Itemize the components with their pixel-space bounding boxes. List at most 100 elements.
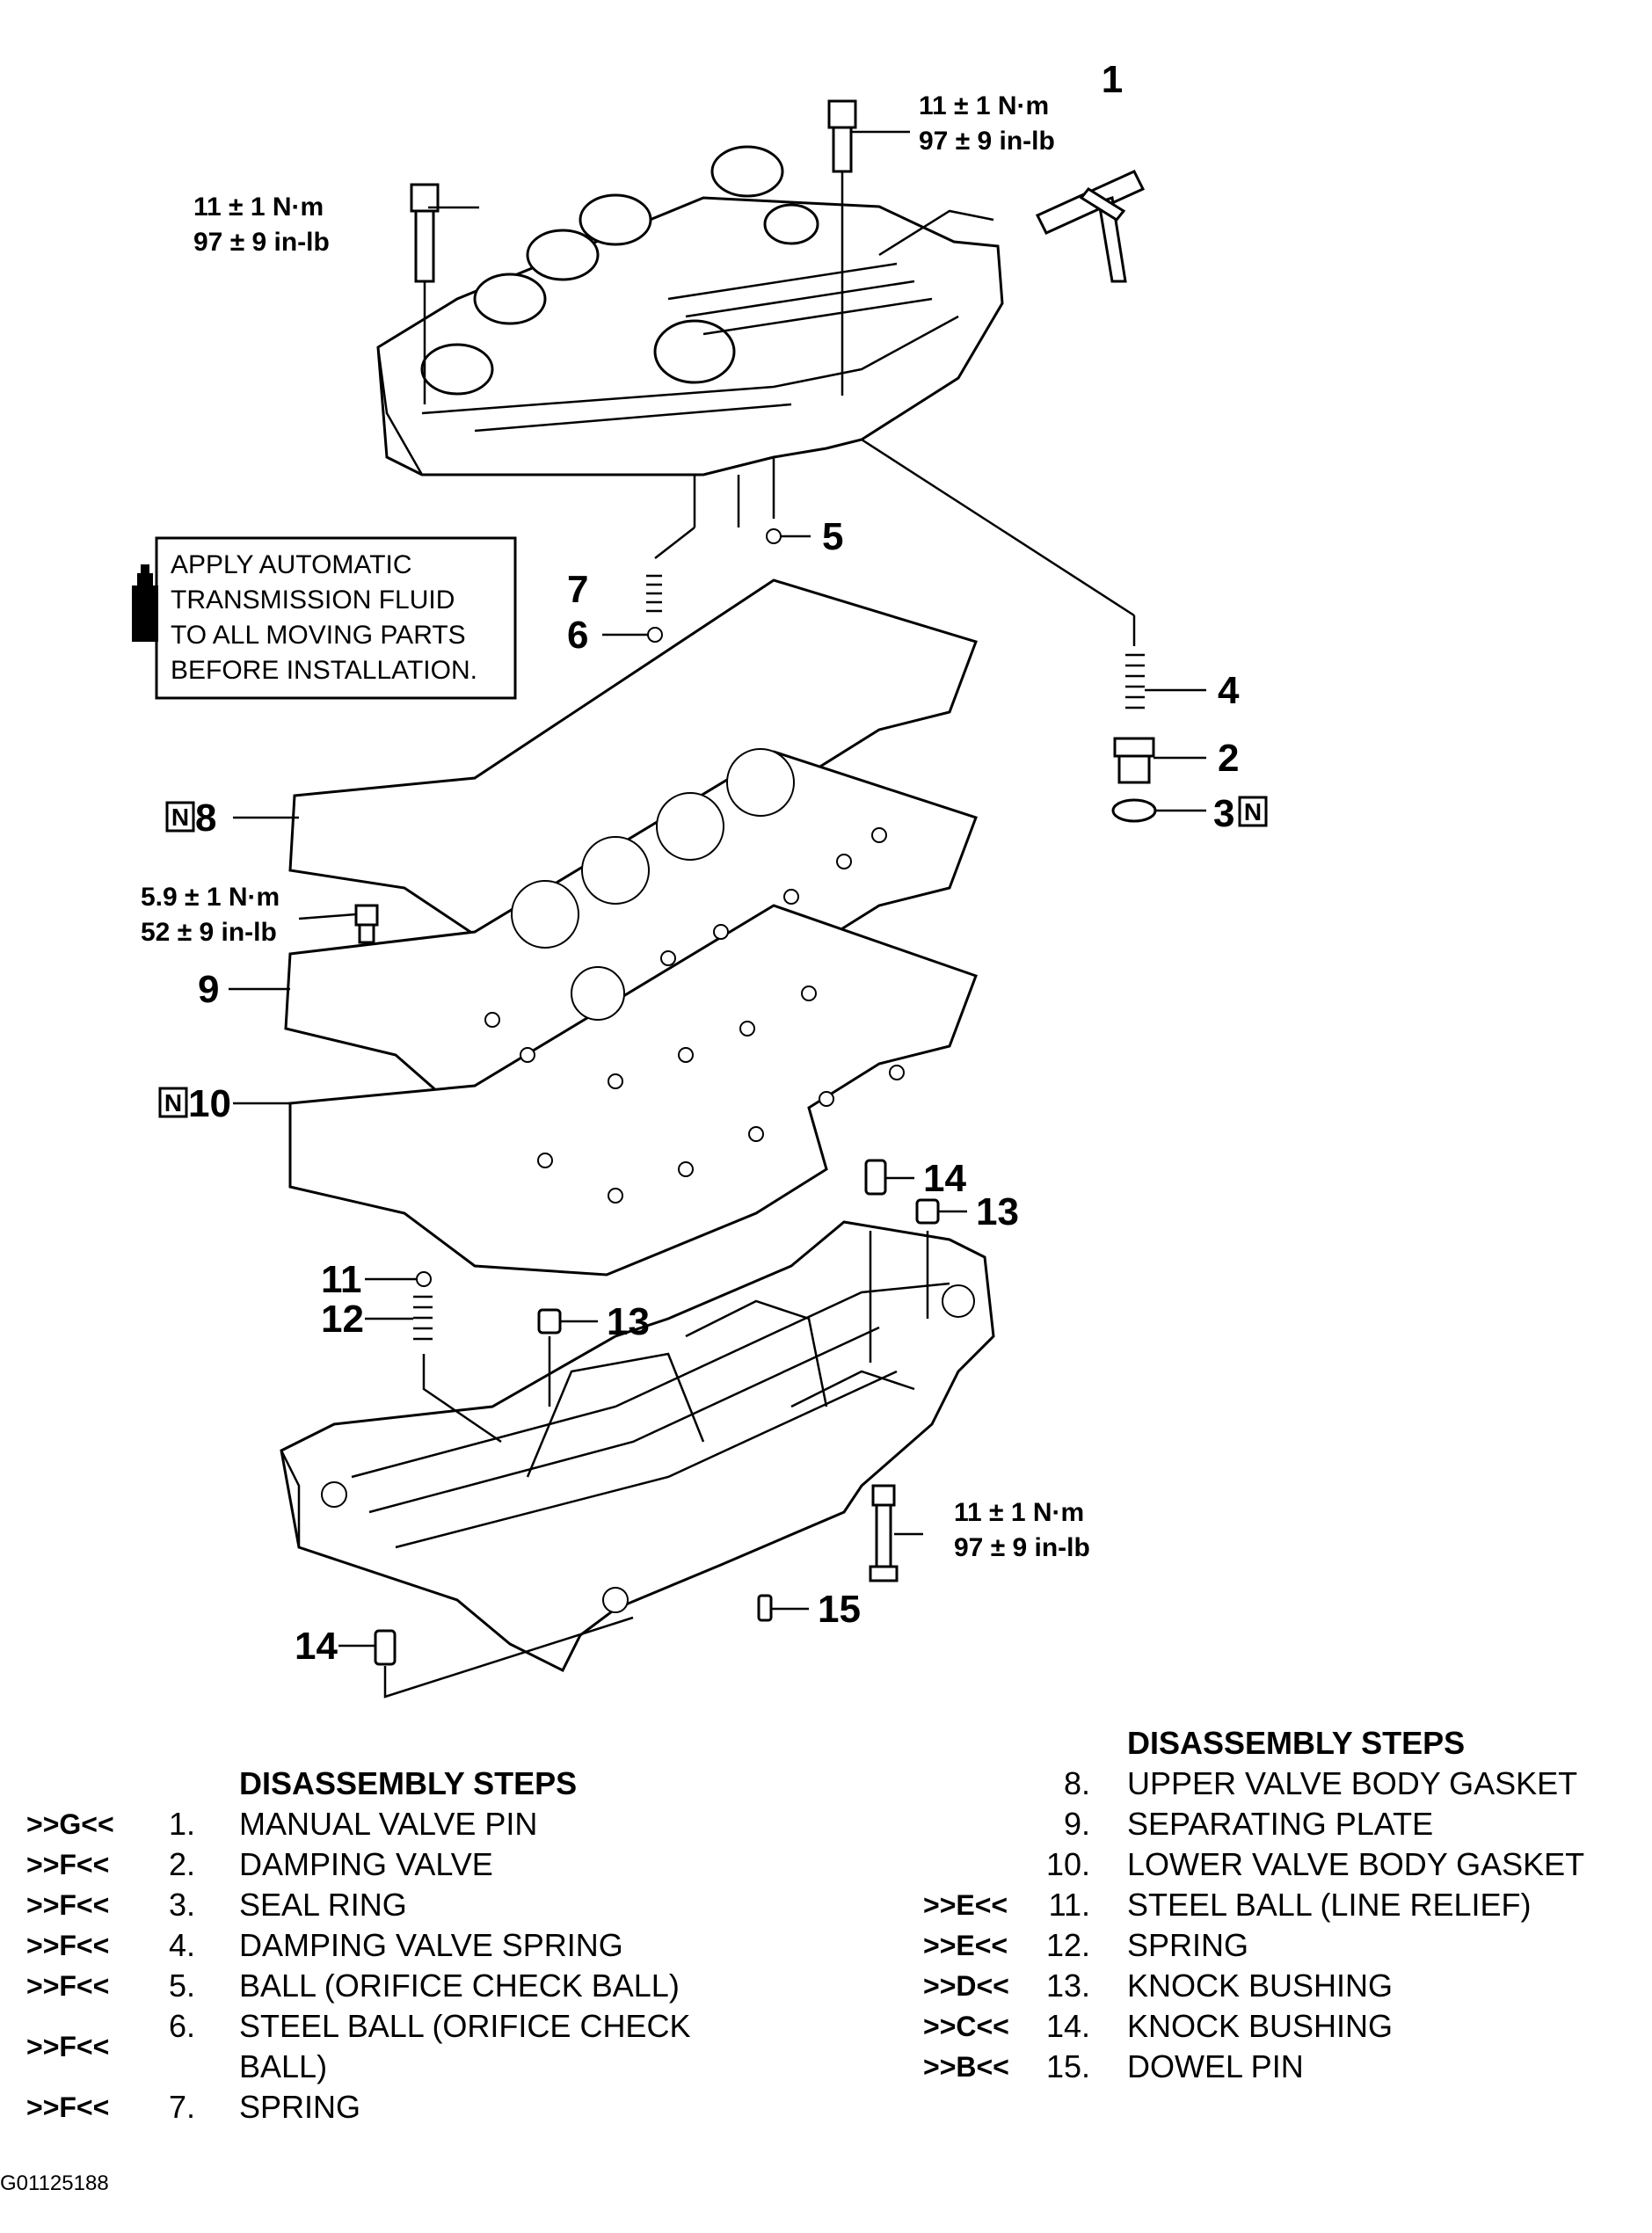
callout-3: 3 — [1213, 792, 1234, 835]
step-label: BALL (ORIFICE CHECK BALL) — [239, 1968, 680, 2004]
new-part-mark-8: N — [165, 801, 195, 833]
step-row: >>F<< 7. SPRING — [0, 2087, 809, 2128]
steel-ball-6-part — [647, 627, 663, 643]
knock-bushing-14-upper-part — [864, 1159, 887, 1196]
step-row: >>F<< 3. SEAL RING — [0, 1885, 809, 1925]
callout-12: 12 — [321, 1298, 364, 1341]
step-code: >>F<< — [26, 1889, 110, 1921]
step-label: KNOCK BUSHING — [1127, 2008, 1394, 2044]
step-row: 8. UPPER VALVE BODY GASKET — [879, 1764, 1652, 1804]
spring-7-part — [646, 574, 662, 613]
step-number: 1. — [168, 1806, 195, 1842]
callout-2: 2 — [1218, 737, 1239, 780]
step-row: >>E<< 11. STEEL BALL (LINE RELIEF) — [879, 1885, 1652, 1925]
atf-note: APPLY AUTOMATIC TRANSMISSION FLUID TO AL… — [132, 536, 517, 700]
step-label: SPRING — [239, 2089, 361, 2125]
step-code: >>F<< — [26, 1849, 110, 1880]
torque-right-imperial: 97 ± 9 in-lb — [919, 127, 1055, 156]
step-number: 12. — [1045, 1927, 1090, 1963]
step-row: >>D<< 13. KNOCK BUSHING — [879, 1966, 1652, 2006]
torque-plate-metric: 5.9 ± 1 N·m — [141, 883, 280, 912]
step-label: DAMPING VALVE — [239, 1846, 493, 1882]
svg-text:N: N — [1244, 798, 1262, 826]
step-row: >>F<< 4. DAMPING VALVE SPRING — [0, 1925, 809, 1966]
step-number: 3. — [168, 1887, 195, 1923]
step-row: >>F<< 2. DAMPING VALVE — [0, 1844, 809, 1885]
lower-valve-body — [280, 1220, 995, 1673]
upper-valve-body — [376, 145, 1004, 476]
step-code: >>C<< — [923, 2011, 1009, 2042]
note-line-4: BEFORE INSTALLATION. — [171, 656, 477, 685]
spring-12-part — [413, 1295, 433, 1341]
callout-15: 15 — [818, 1588, 861, 1631]
callout-4: 4 — [1218, 669, 1240, 712]
step-label: DOWEL PIN — [1127, 2048, 1304, 2084]
steel-ball-11-part — [416, 1271, 432, 1287]
step-number: 2. — [168, 1846, 195, 1882]
disassembly-steps-left: DISASSEMBLY STEPS >>G<< 1. MANUAL VALVE … — [0, 1764, 809, 2128]
callout-8: 8 — [195, 796, 216, 840]
step-number: 15. — [1045, 2048, 1090, 2084]
step-code: >>F<< — [26, 1930, 110, 1961]
callout-10: 10 — [188, 1082, 231, 1125]
step-label: SPRING — [1127, 1927, 1249, 1963]
step-number: 6. — [168, 2008, 195, 2044]
torque-lower-metric: 11 ± 1 N·m — [954, 1498, 1084, 1527]
callout-13-center: 13 — [607, 1300, 650, 1343]
step-code: >>E<< — [923, 1930, 1008, 1961]
lower-bolt — [869, 1484, 899, 1582]
step-code: >>B<< — [923, 2051, 1009, 2083]
callout-7: 7 — [567, 568, 588, 611]
torque-right-metric: 11 ± 1 N·m — [919, 91, 1049, 120]
callout-9: 9 — [198, 968, 219, 1011]
knock-bushing-13-right-part — [915, 1198, 940, 1225]
new-part-mark-3: N — [1238, 796, 1268, 827]
damping-valve-part — [1113, 737, 1155, 784]
callout-1: 1 — [1102, 58, 1123, 101]
step-row: 9. SEPARATING PLATE — [879, 1804, 1652, 1844]
note-line-2: TRANSMISSION FLUID — [171, 586, 455, 615]
steps-heading-right: DISASSEMBLY STEPS — [1127, 1725, 1466, 1761]
fluid-bottle-icon — [132, 564, 158, 642]
step-row: >>B<< 15. DOWEL PIN — [879, 2047, 1652, 2087]
step-number: 11. — [1048, 1887, 1090, 1923]
torque-plate-imperial: 52 ± 9 in-lb — [141, 918, 277, 947]
step-code: >>F<< — [26, 2091, 110, 2123]
seal-ring-part — [1111, 798, 1157, 823]
step-number: 8. — [1063, 1765, 1090, 1801]
ball-5-part — [766, 528, 782, 544]
step-code: >>E<< — [923, 1889, 1008, 1921]
upper-bolt-right — [827, 99, 857, 396]
step-row: >>C<< 14. KNOCK BUSHING — [879, 2006, 1652, 2047]
callout-14-lower: 14 — [295, 1625, 338, 1668]
svg-text:N: N — [171, 804, 189, 831]
dowel-pin-part — [757, 1594, 773, 1622]
callout-5: 5 — [822, 515, 843, 558]
step-number: 13. — [1045, 1968, 1090, 2004]
step-row: >>G<< 1. MANUAL VALVE PIN — [0, 1804, 809, 1844]
figure-id: G01125188 — [0, 2171, 109, 2195]
step-number: 5. — [168, 1968, 195, 2004]
step-label: STEEL BALL (LINE RELIEF) — [1127, 1887, 1532, 1923]
note-line-3: TO ALL MOVING PARTS — [171, 621, 466, 650]
step-label: KNOCK BUSHING — [1127, 1968, 1394, 2004]
knock-bushing-14-lower-part — [374, 1629, 397, 1666]
step-row: >>E<< 12. SPRING — [879, 1925, 1652, 1966]
plate-holes — [484, 748, 905, 1204]
steps-heading-left: DISASSEMBLY STEPS — [239, 1765, 578, 1801]
torque-lower-imperial: 97 ± 9 in-lb — [954, 1533, 1090, 1562]
step-number: 14. — [1045, 2008, 1090, 2044]
step-number: 10. — [1045, 1846, 1090, 1882]
step-row: 10. LOWER VALVE BODY GASKET — [879, 1844, 1652, 1885]
manual-valve-pin-part — [1035, 170, 1146, 283]
callout-6: 6 — [567, 614, 588, 657]
callout-13-right: 13 — [976, 1190, 1019, 1233]
step-label: SEAL RING — [239, 1887, 407, 1923]
step-number: 7. — [168, 2089, 195, 2125]
disassembly-steps-right: DISASSEMBLY STEPS 8. UPPER VALVE BODY GA… — [879, 1723, 1652, 2087]
knock-bushing-13-center-part — [537, 1308, 562, 1335]
step-code: >>D<< — [923, 1970, 1009, 2002]
new-part-mark-10: N — [158, 1087, 188, 1118]
step-number: 9. — [1063, 1806, 1090, 1842]
